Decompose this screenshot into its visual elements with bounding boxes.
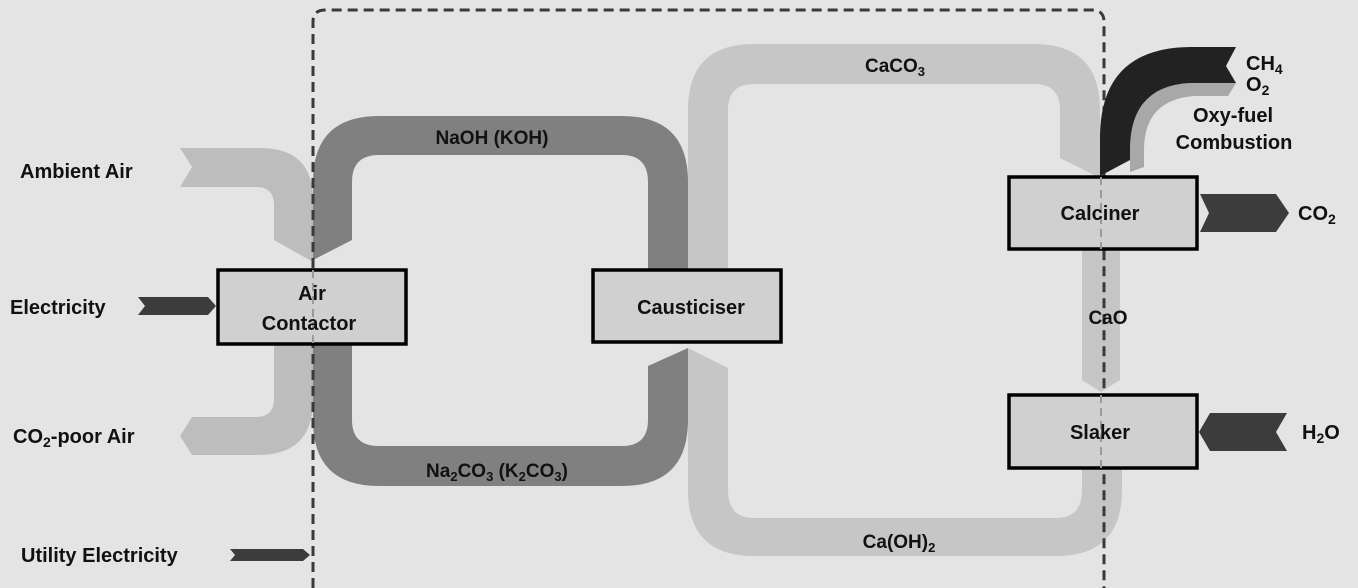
unit-calciner[interactable]: Calciner: [1007, 175, 1199, 251]
cao-stream: [1082, 250, 1120, 392]
oxyfuel-input: [1100, 47, 1236, 176]
co2-output-label: CO2: [1298, 203, 1336, 227]
oxyfuel-label-2: Combustion: [1176, 132, 1293, 154]
na2co3-stream: [313, 344, 688, 486]
naoh-label: NaOH (KOH): [436, 128, 549, 149]
unit-slaker[interactable]: Slaker: [1007, 393, 1199, 470]
co2-output-arrow: [1200, 194, 1289, 232]
ambient-air-arrow: [180, 148, 313, 262]
cao-label: CaO: [1088, 308, 1127, 329]
utility-electricity-label: Utility Electricity: [21, 545, 179, 567]
o2-label: O2: [1246, 74, 1270, 98]
unit-causticiser[interactable]: Causticiser: [591, 268, 783, 344]
air-contactor-label-2: Contactor: [262, 313, 357, 335]
ambient-air-label: Ambient Air: [20, 161, 133, 183]
ch4-stream: [1100, 47, 1236, 176]
calcium-loop: [688, 44, 1122, 556]
naoh-stream: [313, 116, 688, 270]
co2-poor-air-arrow: [180, 344, 313, 455]
calciner-label: Calciner: [1061, 203, 1140, 225]
causticiser-label: Causticiser: [637, 297, 745, 319]
caoh2-stream: [688, 348, 1122, 556]
electricity-arrow: [138, 297, 216, 315]
oxyfuel-label-1: Oxy-fuel: [1193, 105, 1273, 127]
air-streams: [180, 148, 313, 455]
caco3-stream: [688, 44, 1100, 270]
air-contactor-label-1: Air: [298, 283, 326, 305]
utility-electricity-arrow: [230, 549, 310, 561]
unit-air-contactor[interactable]: Air Contactor: [216, 268, 408, 346]
caoh2-label: Ca(OH)2: [863, 532, 936, 555]
caco3-label: CaCO3: [865, 56, 925, 79]
na2co3-label: Na2CO3 (K2CO3): [426, 461, 568, 484]
process-boundary: [311, 8, 1106, 588]
co2-poor-air-label: CO2-poor Air: [13, 426, 135, 450]
o2-stream: [1130, 83, 1236, 172]
electricity-label: Electricity: [10, 297, 106, 319]
h2o-input-arrow: [1199, 413, 1287, 451]
solvent-loop: [313, 116, 688, 486]
slaker-label: Slaker: [1070, 422, 1130, 444]
ch4-label: CH4: [1246, 53, 1283, 77]
h2o-label: H2O: [1302, 422, 1340, 446]
